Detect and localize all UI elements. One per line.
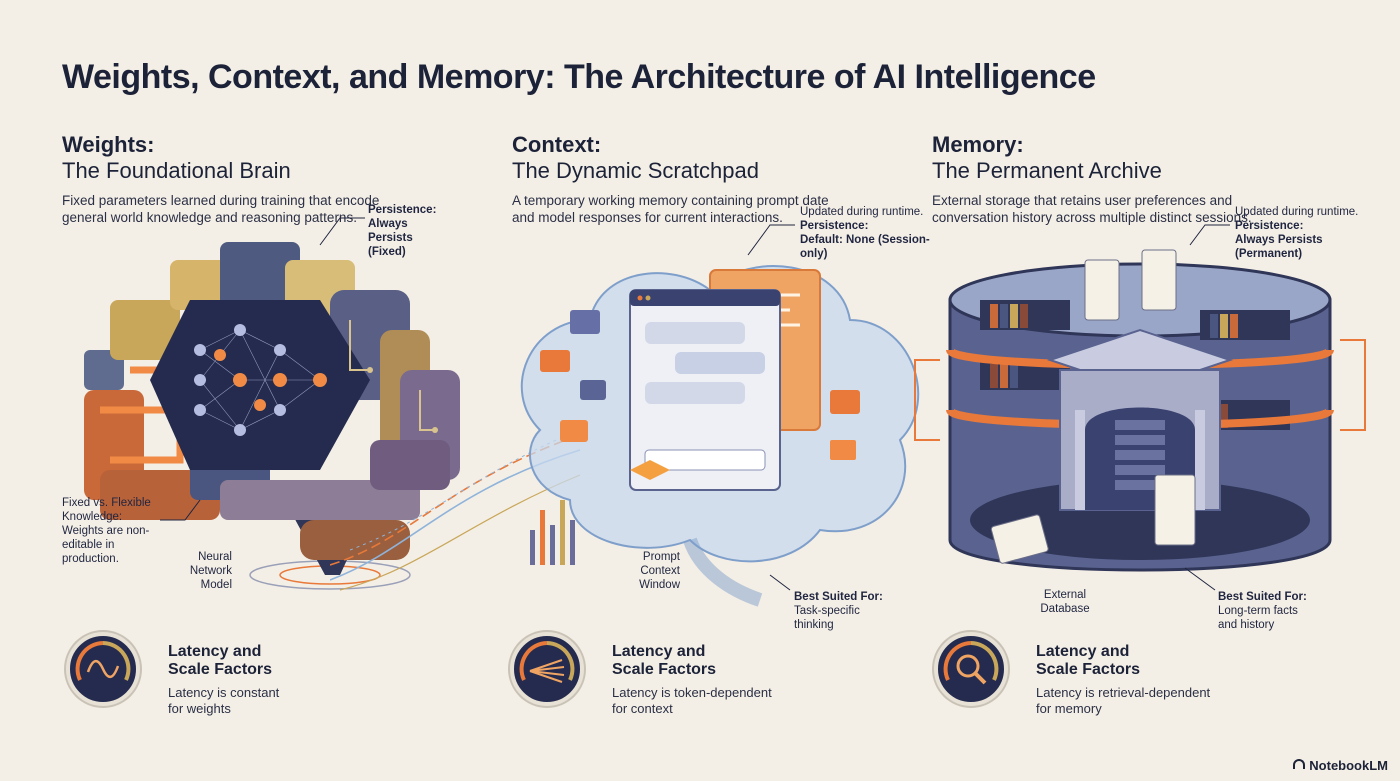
page-title: Weights, Context, and Memory: The Archit…	[62, 58, 1096, 96]
note-runtime: Updated during runtime.	[800, 206, 924, 218]
memory-persistence-note: Updated during runtime. Persistence: Alw…	[1235, 205, 1360, 261]
weights-fixed-note: Fixed vs. Flexible Knowledge: Weights ar…	[62, 496, 162, 566]
note-label: Fixed vs. Flexible Knowledge:	[62, 497, 151, 523]
memory-db-note: External Database	[1035, 588, 1095, 616]
latency-text: Latency is retrieval-dependent for memor…	[1036, 685, 1211, 716]
latency-title: Latency and Scale Factors	[612, 643, 717, 678]
note-value: Always Persists (Fixed)	[368, 218, 413, 258]
latency-weights: Latency and Scale Factors Latency is con…	[168, 643, 298, 717]
latency-gauge-context	[510, 632, 584, 706]
note-label: Persistence:	[1235, 220, 1304, 232]
memory-best-note: Best Suited For: Long-term facts and his…	[1218, 590, 1318, 632]
note-runtime: Updated during runtime.	[1235, 206, 1359, 218]
memory-subheading: The Permanent Archive	[932, 158, 1162, 183]
latency-gauge-weights	[66, 632, 140, 706]
wave-icon	[86, 659, 120, 679]
brand-logo: NotebookLM	[1293, 758, 1388, 773]
latency-gauge-memory	[934, 632, 1008, 706]
context-persistence-note: Updated during runtime. Persistence: Def…	[800, 205, 930, 261]
latency-text: Latency is constant for weights	[168, 685, 280, 716]
prompt-window-graphic	[629, 289, 781, 491]
weights-model-note: Neural Network Model	[180, 550, 232, 592]
weights-heading: Weights:	[62, 132, 155, 157]
note-label: Best Suited For:	[794, 591, 883, 603]
notebooklm-icon	[1293, 759, 1306, 769]
note-label: Persistence:	[368, 204, 437, 216]
note-label: Prompt Context Window	[639, 551, 680, 591]
note-label: External Database	[1040, 589, 1090, 615]
weights-column: Weights: The Foundational Brain Fixed pa…	[62, 132, 502, 226]
neural-brain-illustration	[84, 242, 460, 590]
context-description: A temporary working memory containing pr…	[512, 193, 829, 225]
weights-description: Fixed parameters learned during training…	[62, 193, 380, 225]
context-heading: Context:	[512, 132, 602, 157]
bar-graphic	[530, 500, 575, 565]
latency-title: Latency and Scale Factors	[1036, 643, 1141, 678]
archive-illustration	[914, 249, 1366, 572]
brand-name: NotebookLM	[1309, 758, 1388, 773]
note-label: Best Suited For:	[1218, 591, 1307, 603]
latency-text: Latency is token-dependent for context	[612, 685, 772, 716]
context-cloud-illustration	[520, 265, 920, 607]
note-value: Always Persists (Permanent)	[1235, 234, 1323, 260]
context-column: Context: The Dynamic Scratchpad A tempor…	[512, 132, 952, 226]
note-value: Task-specific thinking	[794, 605, 860, 631]
note-value: Weights are non-editable in production.	[62, 525, 150, 565]
note-value: Default: None (Session-only)	[800, 234, 930, 260]
latency-title: Latency and Scale Factors	[168, 643, 273, 678]
magnifier-icon	[956, 654, 987, 685]
weights-persistence-note: Persistence: Always Persists (Fixed)	[368, 203, 438, 259]
memory-column: Memory: The Permanent Archive External s…	[932, 132, 1372, 226]
memory-heading: Memory:	[932, 132, 1024, 157]
note-label: Persistence:	[800, 220, 869, 232]
spread-icon	[529, 659, 565, 683]
weights-subheading: The Foundational Brain	[62, 158, 291, 183]
context-window-note: Prompt Context Window	[630, 550, 680, 592]
context-best-note: Best Suited For: Task-specific thinking	[794, 590, 884, 632]
note-value: Long-term facts and history	[1218, 605, 1298, 631]
memory-description: External storage that retains user prefe…	[932, 193, 1252, 225]
latency-context: Latency and Scale Factors Latency is tok…	[612, 643, 782, 717]
context-subheading: The Dynamic Scratchpad	[512, 158, 759, 183]
latency-memory: Latency and Scale Factors Latency is ret…	[1036, 643, 1216, 717]
note-label: Neural Network Model	[189, 551, 232, 591]
